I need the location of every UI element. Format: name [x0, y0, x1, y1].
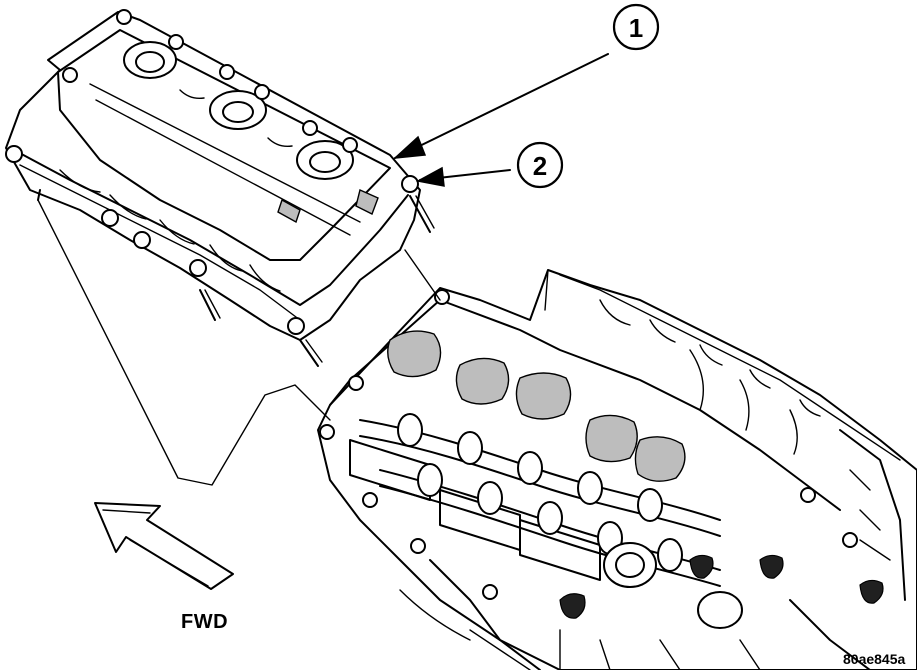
forward-arrow: FWD — [94, 502, 234, 633]
forward-direction-label: FWD — [181, 611, 228, 633]
callout-1: 1 — [392, 3, 660, 159]
callout-2-circle — [516, 141, 564, 189]
cylinder-head-cover — [5, 9, 435, 367]
callout-2-number: 2 — [533, 151, 547, 181]
cover-gasket — [37, 199, 441, 486]
callout-1-number: 1 — [629, 13, 643, 43]
figure-code: 80ae845a — [843, 651, 906, 667]
cylinder-head — [317, 269, 917, 670]
callout-1-arrowhead — [392, 135, 427, 159]
callout-2-arrowhead — [415, 166, 445, 187]
callout-1-circle — [612, 3, 660, 51]
callout-2: 2 — [415, 141, 564, 189]
